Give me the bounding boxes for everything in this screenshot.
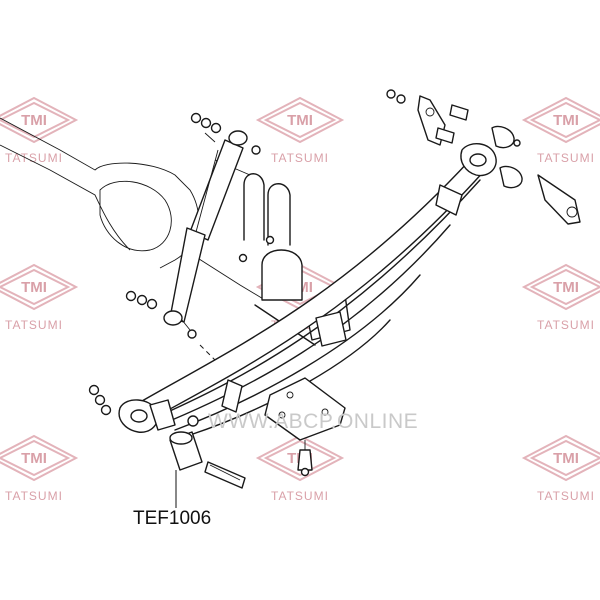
tmi-diamond-inner-icon bbox=[0, 268, 71, 306]
tmi-logo-text: TMI bbox=[553, 279, 579, 296]
tmi-logo-text: TMI bbox=[553, 450, 579, 467]
watermark-logo: TMI TATSUMI bbox=[0, 263, 79, 332]
watermark-logo: TMI TATSUMI bbox=[0, 96, 79, 165]
tmi-diamond-icon bbox=[0, 96, 79, 144]
tatsumi-brand-text: TATSUMI bbox=[537, 151, 595, 165]
tmi-diamond-inner-icon bbox=[0, 101, 71, 139]
tmi-logo-text: TMI bbox=[553, 112, 579, 129]
tmi-logo-text: TMI bbox=[287, 112, 313, 129]
tatsumi-brand-text: TATSUMI bbox=[271, 489, 329, 503]
tmi-diamond-icon bbox=[521, 263, 600, 311]
shackle-plate bbox=[264, 377, 346, 477]
tmi-diamond-icon bbox=[0, 434, 79, 482]
tmi-logo-text: TMI bbox=[21, 112, 47, 129]
part-number-label: TEF1006 bbox=[133, 508, 212, 529]
tatsumi-brand-text: TATSUMI bbox=[5, 489, 63, 503]
tmi-diamond-inner-icon bbox=[529, 439, 600, 477]
watermark-logo: TMI TATSUMI bbox=[521, 96, 600, 165]
tmi-diamond-inner-icon bbox=[529, 101, 600, 139]
watermark-logo: TMI TATSUMI bbox=[0, 434, 79, 503]
tmi-diamond-inner-icon bbox=[263, 439, 337, 477]
front-eye bbox=[460, 143, 497, 177]
tmi-logo-text: TMI bbox=[21, 279, 47, 296]
tmi-diamond-icon bbox=[255, 96, 345, 144]
front-bracket-parts bbox=[386, 89, 581, 225]
shock-absorber bbox=[163, 130, 248, 331]
tmi-diamond-inner-icon bbox=[263, 101, 337, 139]
tmi-diamond-icon bbox=[521, 434, 600, 482]
rear-bushing bbox=[169, 431, 246, 489]
watermark-logo: TMI TATSUMI bbox=[255, 96, 345, 165]
rear-eye bbox=[88, 384, 199, 433]
watermark-logo: TMI TATSUMI bbox=[521, 434, 600, 503]
watermark-logo: TMI TATSUMI bbox=[521, 263, 600, 332]
tmi-diamond-icon bbox=[0, 263, 79, 311]
tatsumi-brand-text: TATSUMI bbox=[5, 151, 63, 165]
tmi-diamond-inner-icon bbox=[529, 268, 600, 306]
shock-top-hardware bbox=[125, 112, 261, 339]
site-watermark: WWW.ABCP.ONLINE bbox=[208, 410, 419, 433]
tmi-diamond-inner-icon bbox=[0, 439, 71, 477]
tmi-diamond-icon bbox=[521, 96, 600, 144]
tmi-diamond-icon bbox=[255, 434, 345, 482]
tatsumi-brand-text: TATSUMI bbox=[537, 318, 595, 332]
tatsumi-brand-text: TATSUMI bbox=[5, 318, 63, 332]
u-bolts bbox=[238, 173, 291, 263]
tmi-logo-text: TMI bbox=[21, 450, 47, 467]
tatsumi-brand-text: TATSUMI bbox=[271, 151, 329, 165]
tatsumi-brand-text: TATSUMI bbox=[537, 489, 595, 503]
